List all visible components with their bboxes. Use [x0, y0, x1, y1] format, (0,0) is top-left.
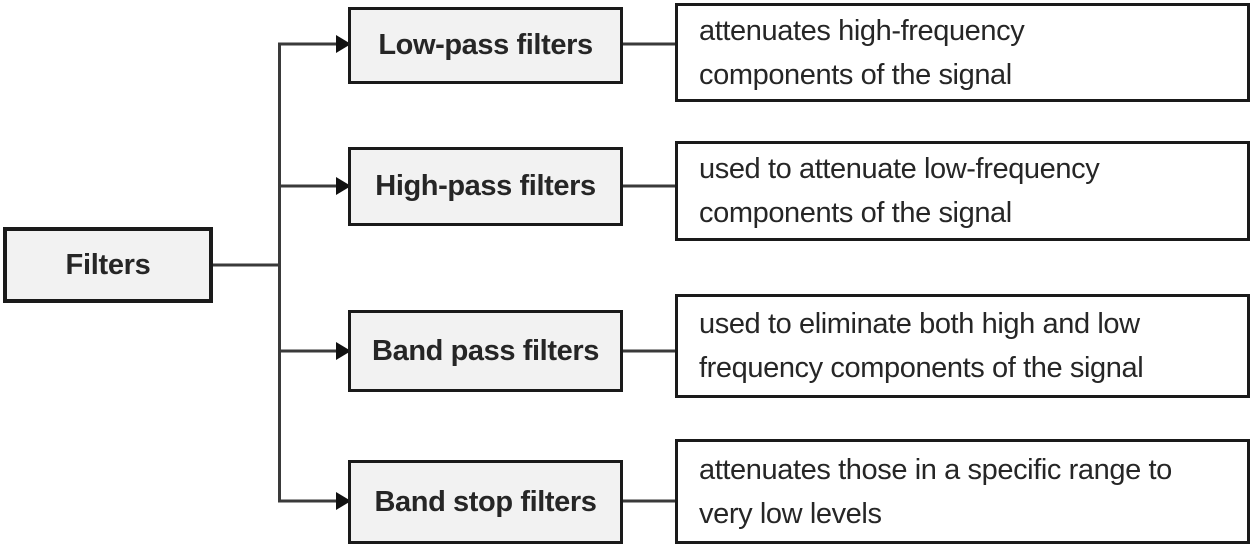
arrowhead-icon — [336, 342, 351, 360]
description-band-pass-filters: used to eliminate both high and low freq… — [675, 294, 1250, 398]
description-text: used to attenuate low-frequency — [699, 153, 1100, 185]
description-text: used to eliminate both high and low — [699, 308, 1140, 340]
root-node-filters: Filters — [3, 227, 213, 303]
description-low-pass-filters: attenuates high-frequency components of … — [675, 3, 1250, 102]
description-text: attenuates those in a specific range to — [699, 453, 1172, 486]
arrowhead-icon — [336, 492, 351, 510]
node-label: Band pass filters — [372, 334, 599, 367]
node-low-pass-filters: Low-pass filters — [348, 7, 623, 84]
description-high-pass-filters: used to attenuate low-frequency componen… — [675, 141, 1250, 241]
description-text: very low levels — [699, 497, 882, 530]
node-high-pass-filters: High-pass filters — [348, 147, 623, 226]
arrowhead-icon — [336, 177, 351, 195]
description-text: components of the signal — [699, 58, 1012, 91]
description-band-stop-filters: attenuates those in a specific range to … — [675, 439, 1250, 544]
description-text: frequency components of the signal — [699, 352, 1144, 384]
node-label: High-pass filters — [375, 170, 596, 202]
node-label: Filters — [65, 248, 151, 281]
node-label: Low-pass filters — [378, 29, 593, 61]
node-label: Band stop filters — [374, 485, 597, 518]
node-band-stop-filters: Band stop filters — [348, 460, 623, 544]
arrowhead-icon — [336, 35, 351, 53]
description-text: components of the signal — [699, 197, 1012, 229]
node-band-pass-filters: Band pass filters — [348, 310, 623, 392]
description-text: attenuates high-frequency — [699, 14, 1025, 47]
